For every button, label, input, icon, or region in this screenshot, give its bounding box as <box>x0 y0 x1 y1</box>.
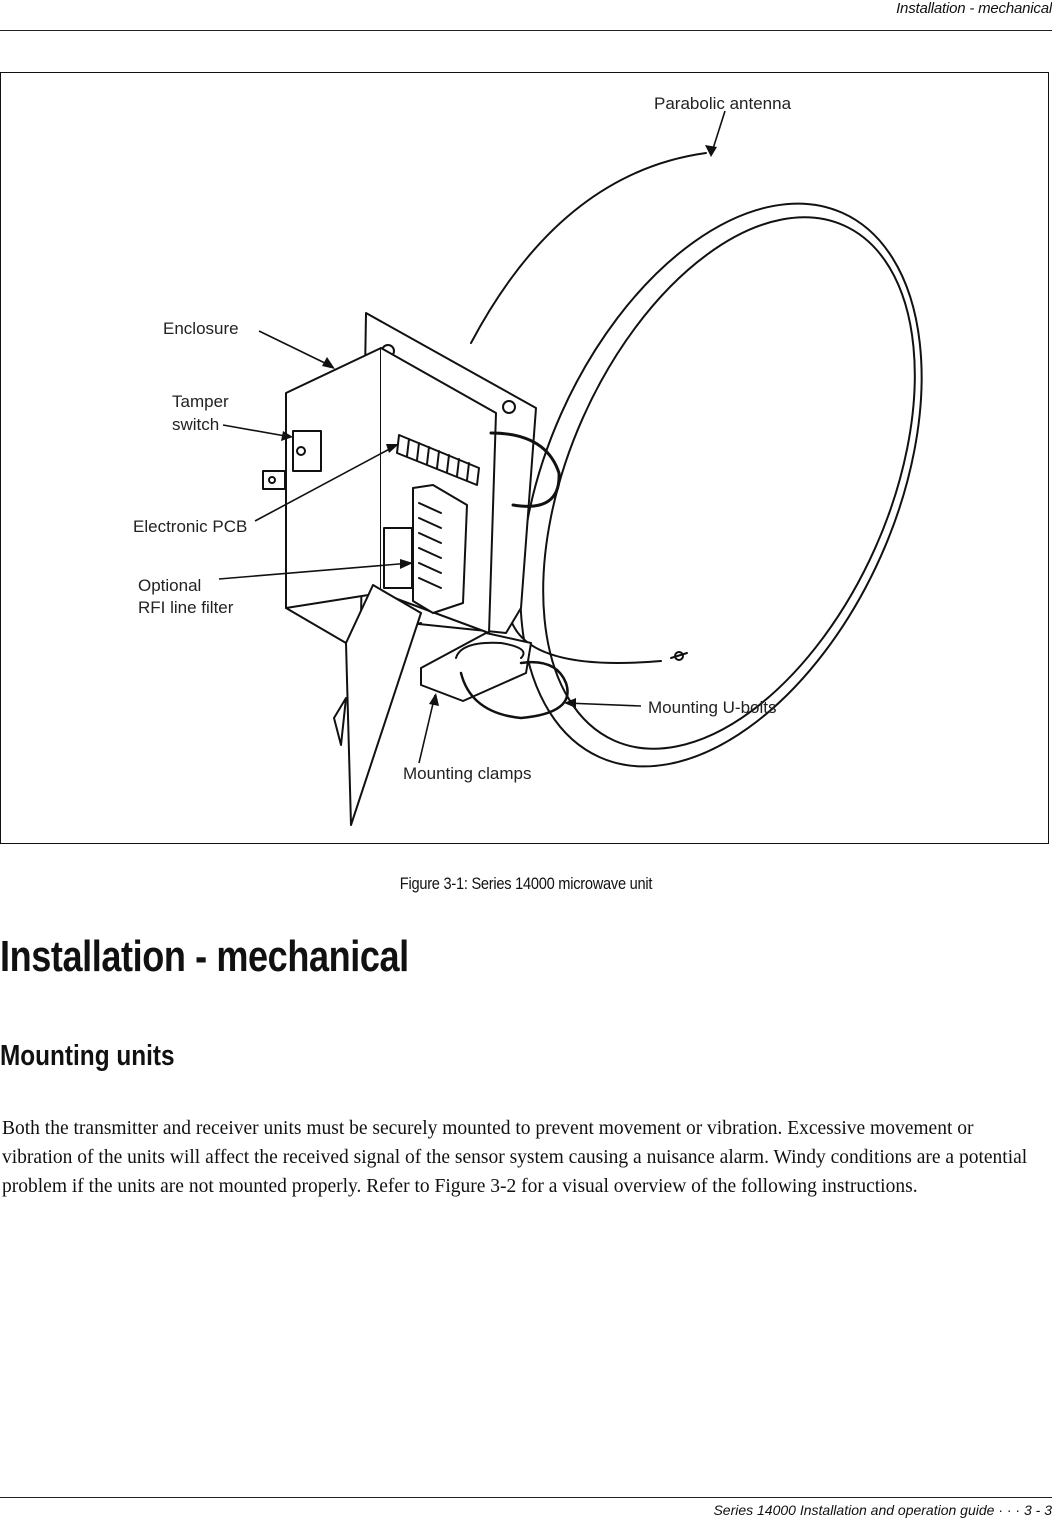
body-paragraph: Both the transmitter and receiver units … <box>2 1118 1028 1197</box>
section-heading: Mounting units <box>0 1040 175 1072</box>
footer-rule <box>0 1497 1052 1498</box>
callout-tamper-switch-line2: switch <box>172 415 220 434</box>
header-rule <box>0 30 1052 31</box>
microwave-unit-illustration <box>218 110 923 826</box>
page-title: Installation - mechanical <box>0 932 409 981</box>
mounting-u-bolt <box>459 660 569 720</box>
antenna-back-edge <box>470 152 707 344</box>
antenna-outer-rim <box>519 202 923 768</box>
enclosure-door <box>345 584 422 826</box>
running-header: Installation - mechanical <box>896 0 1052 17</box>
running-footer: Series 14000 Installation and operation … <box>713 1502 1052 1518</box>
callout-tamper-switch-line1: Tamper <box>172 392 229 411</box>
figure-frame: Parabolic antenna Enclosure Tamper switc… <box>0 72 1049 844</box>
antenna-inner-rim <box>542 216 916 750</box>
callout-parabolic-antenna: Parabolic antenna <box>654 94 792 113</box>
cable-loop <box>489 431 561 508</box>
callout-rfi-filter-line2: RFI line filter <box>138 598 234 617</box>
callout-rfi-filter-line1: Optional <box>138 576 202 595</box>
callout-enclosure: Enclosure <box>163 319 239 338</box>
mounting-clamp <box>420 632 532 702</box>
callout-electronic-pcb: Electronic PCB <box>133 517 248 536</box>
figure-caption: Figure 3-1: Series 14000 microwave unit <box>399 874 653 893</box>
callout-mounting-ubolts: Mounting U-bolts <box>648 698 777 717</box>
callout-mounting-clamps: Mounting clamps <box>403 764 532 783</box>
